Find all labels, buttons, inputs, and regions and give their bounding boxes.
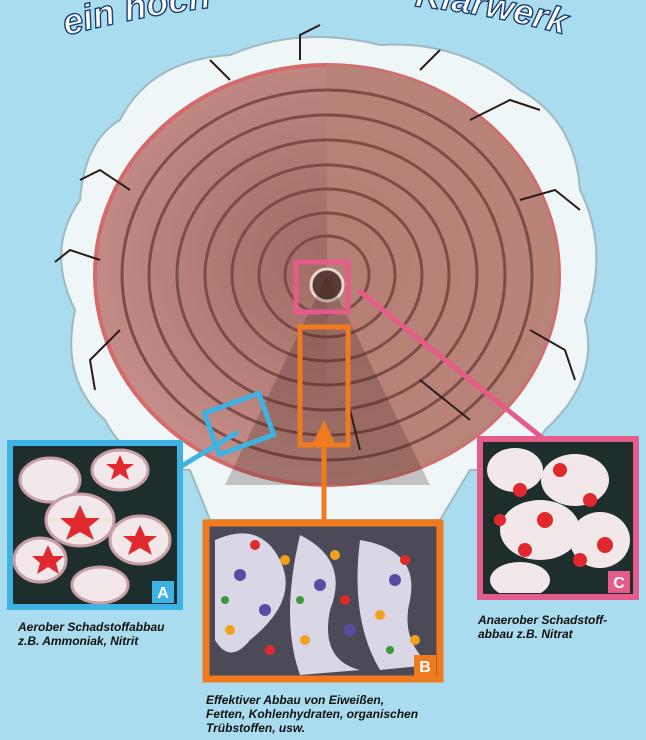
panel-a-letter: A [157,585,169,602]
caption-anaerobic-line-1: Anaerober Schadstoff- [478,613,607,627]
caption-effective-line-2: Fetten, Kohlenhydraten, organischen [206,707,418,721]
caption-anaerobic: Anaerober Schadstoff- abbau z.B. Nitrat [478,613,607,641]
caption-aerobic: Aerober Schadstoffabbau z.B. Ammoniak, N… [18,620,164,648]
panel-b-letter: B [419,659,431,676]
caption-aerobic-line-1: Aerober Schadstoffabbau [18,620,164,634]
caption-aerobic-line-2: z.B. Ammoniak, Nitrit [18,634,164,648]
caption-anaerobic-line-2: abbau z.B. Nitrat [478,627,607,641]
panel-b: B [206,523,440,679]
title-text-right: Klärwerk [414,0,575,43]
panel-c-letter: C [613,575,625,592]
caption-effective-line-3: Trübstoffen, usw. [206,721,418,735]
title-text: ein hoch [58,0,213,43]
panel-c: C [480,439,636,598]
panel-a: A [10,443,180,607]
caption-effective-line-1: Effektiver Abbau von Eiweißen, [206,693,418,707]
caption-effective: Effektiver Abbau von Eiweißen, Fetten, K… [206,693,418,735]
